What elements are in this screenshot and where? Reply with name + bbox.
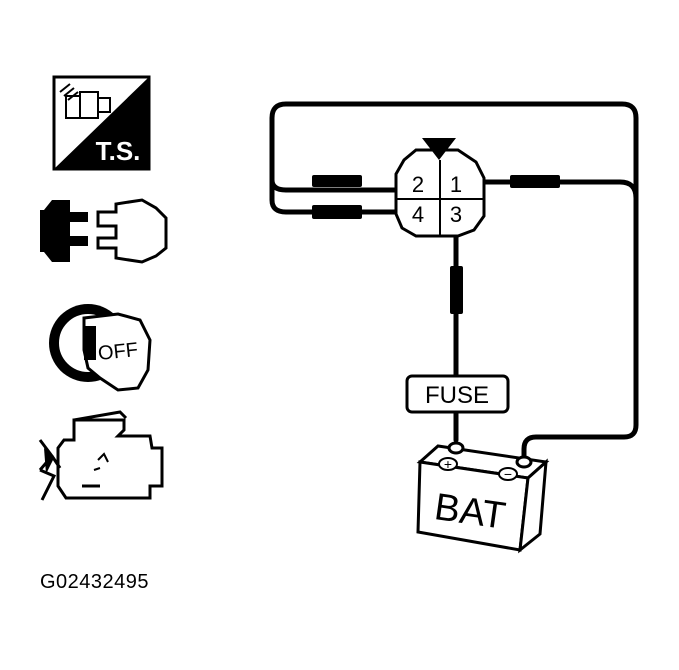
ignition-off-label: OFF bbox=[97, 339, 139, 365]
fuse: FUSE bbox=[405, 374, 510, 414]
connector-pin-4: 4 bbox=[412, 202, 424, 227]
battery-label: BAT bbox=[432, 486, 508, 537]
figure-code: G02432495 bbox=[40, 571, 150, 593]
wiring-harness bbox=[269, 101, 639, 463]
troubleshooting-icon: T.S. bbox=[52, 75, 151, 171]
connector-pin-1: 1 bbox=[450, 172, 462, 197]
battery-minus: − bbox=[504, 466, 512, 482]
engine-icon bbox=[38, 410, 164, 501]
wire-sleeves bbox=[312, 175, 560, 314]
ts-badge-label: T.S. bbox=[96, 136, 141, 166]
harness-connector: 2 1 4 3 bbox=[394, 138, 486, 238]
connector-pin-3: 3 bbox=[450, 202, 462, 227]
battery-plus: + bbox=[444, 456, 452, 472]
disconnect-connector-icon bbox=[40, 198, 168, 264]
battery: + − BAT bbox=[416, 441, 550, 554]
fuse-label: FUSE bbox=[425, 382, 489, 409]
ignition-key-off-icon: OFF bbox=[49, 304, 152, 392]
connector-pin-2: 2 bbox=[412, 172, 424, 197]
